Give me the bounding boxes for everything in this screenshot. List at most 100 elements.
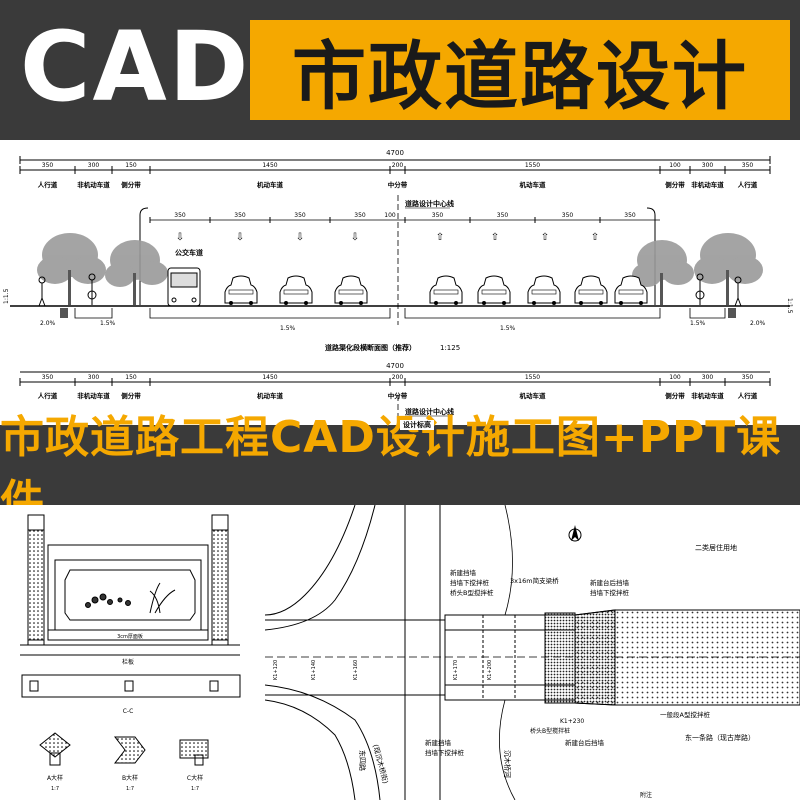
center-line-label-2: 道路设计中心线 — [405, 407, 454, 416]
bus-lane-label: 公交车道 — [175, 248, 203, 257]
bridge-pile-label: 桥头B型搅拌桩 — [450, 588, 494, 597]
station-label: K1+230 — [560, 718, 584, 725]
lane-arrow-up-icon: ⇧ — [436, 232, 444, 243]
lane-dim-value: 350 — [174, 212, 186, 219]
abutment-new-label-2: 新建台后挡墙 — [565, 738, 605, 747]
dim-value: 1550 — [525, 374, 540, 381]
detail-a-label: A大样 — [47, 774, 63, 782]
lane-dim-value: 350 — [497, 212, 509, 219]
detail-b-icon — [113, 736, 146, 764]
retaining-new-label: 新建挡墙 — [450, 568, 477, 577]
car-icon — [614, 275, 648, 305]
car-icon — [334, 275, 368, 305]
lane-arrow-up-icon: ⇧ — [491, 232, 499, 243]
detail-a-scale: 1:7 — [51, 786, 59, 792]
station-mid-1: K1+170 — [453, 660, 459, 680]
streetlight-left-icon — [139, 207, 149, 305]
title-municipal-road-design: 市政道路设计 — [250, 20, 790, 120]
station-left-3: K1+160 — [353, 660, 359, 680]
lane-arrow-down-icon: ⇩ — [236, 232, 244, 243]
railing-drawing: 3cm厚面板 栏板 C-C A大样 B大样 C大样 1:7 1:7 1:7 — [20, 514, 241, 792]
detail-c-scale: 1:7 — [191, 786, 199, 792]
streetlight-right-icon — [646, 207, 656, 305]
slope-2: 1.5% — [100, 320, 116, 327]
section-caption: 道路渠化段横断面图（推荐） — [325, 343, 416, 352]
lane-dim-value: 350 — [354, 212, 366, 219]
car-icon — [574, 275, 608, 305]
lane-label: 非机动车道 — [77, 391, 110, 400]
railing-dim-note: 3cm厚面板 — [117, 633, 143, 640]
tree-left-1-icon — [37, 233, 106, 305]
tree-left-2-icon — [105, 240, 168, 305]
north-arrow-icon — [568, 525, 582, 542]
dim-value: 200 — [392, 162, 404, 169]
dim-value: 300 — [702, 374, 714, 381]
dim-value: 350 — [742, 374, 754, 381]
lane-label: 人行道 — [38, 391, 58, 400]
lane-label: 机动车道 — [257, 391, 284, 400]
railing-panel: 3cm厚面板 栏板 C-C A大样 B大样 C大样 1:7 1:7 1:7 — [0, 505, 265, 800]
residential-label: 二类居住用地 — [695, 543, 737, 552]
pedestrian-left-icon — [38, 276, 46, 307]
dim-value: 200 — [392, 374, 404, 381]
dim-value: 1450 — [262, 162, 277, 169]
lane-arrow-down-icon: ⇩ — [176, 232, 184, 243]
lane-label: 非机动车道 — [691, 180, 724, 189]
lane-arrow-up-icon: ⇧ — [541, 232, 549, 243]
lane-label: 人行道 — [38, 180, 58, 189]
lane-dim-value: 350 — [234, 212, 246, 219]
lane-label: 人行道 — [738, 391, 758, 400]
center-dim: 100 — [384, 212, 396, 219]
station-left-1: K1+120 — [273, 660, 279, 680]
slope-5: 1.5% — [690, 320, 706, 327]
bicycle-right-icon — [695, 273, 705, 305]
dim-value: 1450 — [262, 374, 277, 381]
lane-label: 中分带 — [388, 180, 408, 189]
pedestrian-right-icon — [734, 276, 742, 307]
bicycle-left-icon — [87, 273, 97, 305]
bus-icon — [167, 267, 201, 307]
slope-4: 1.5% — [500, 325, 516, 332]
dim-value: 300 — [88, 162, 100, 169]
dim-value: 150 — [125, 374, 137, 381]
dim-value: 1550 — [525, 162, 540, 169]
dim-value: 100 — [669, 374, 681, 381]
lane-label: 侧分带 — [121, 391, 141, 400]
car-icon — [279, 275, 313, 305]
lane-arrow-down-icon: ⇩ — [296, 232, 304, 243]
retaining-pile-label-2: 挡墙下搅拌桩 — [425, 748, 465, 757]
abutment-pile-label: 挡墙下搅拌桩 — [590, 588, 630, 597]
slope-6: 2.0% — [750, 320, 766, 327]
lane-label: 侧分带 — [665, 180, 685, 189]
detail-b-label: B大样 — [122, 774, 138, 782]
detail-a-icon — [39, 732, 71, 766]
section-cc-label: C-C — [123, 708, 134, 715]
dim-value: 350 — [42, 374, 54, 381]
retaining-pile-label: 挡墙下搅拌桩 — [450, 578, 490, 587]
car-icon — [527, 275, 561, 305]
dim-value: 300 — [702, 162, 714, 169]
railing-label: 栏板 — [122, 658, 134, 666]
bridge-pile-label-2: 桥头B型搅拌桩 — [530, 727, 570, 735]
banner-band — [0, 425, 800, 505]
lane-label: 非机动车道 — [77, 180, 110, 189]
lane-label: 非机动车道 — [691, 391, 724, 400]
section-caption-scale: 1:125 — [440, 344, 460, 352]
title-cad: CAD — [20, 11, 251, 123]
lane-dim-value: 350 — [294, 212, 306, 219]
car-icon — [429, 275, 463, 305]
bridge-label: 3x16m简支梁桥 — [510, 576, 559, 585]
lane-dim-value: 350 — [624, 212, 636, 219]
design-elev-label: 设计标高 — [400, 420, 434, 430]
road-east-one-label: 东一条路（现古岸路） — [685, 733, 755, 742]
lane-arrow-down-icon: ⇩ — [351, 232, 359, 243]
plan-drawing: 二类居住用地 新建挡墙 挡墙下搅拌桩 桥头B型搅拌桩 3x16m简支梁桥 新建台… — [264, 504, 800, 801]
plan-panel: 二类居住用地 新建挡墙 挡墙下搅拌桩 桥头B型搅拌桩 3x16m简支梁桥 新建台… — [264, 504, 800, 801]
lane-label: 人行道 — [738, 180, 758, 189]
note-label: 附注 — [640, 791, 652, 799]
dim-value: 150 — [125, 162, 137, 169]
total-width-label: 4700 — [386, 149, 404, 157]
car-icon — [477, 275, 511, 305]
